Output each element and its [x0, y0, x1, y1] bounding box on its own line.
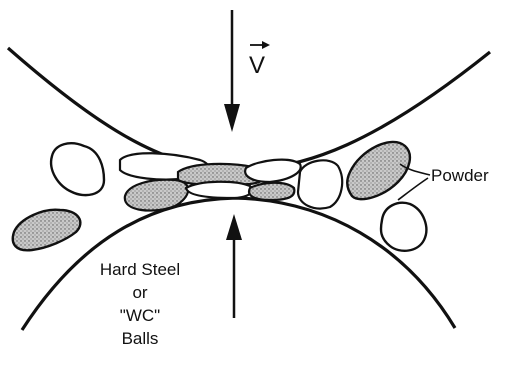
particle-center-mid [186, 182, 252, 198]
balls-label-line-2: or [132, 283, 147, 302]
balls-label-line-4: Balls [122, 329, 159, 348]
trapped-particles [120, 153, 342, 210]
particle-white-right [381, 203, 426, 251]
particle-right-round [298, 160, 342, 208]
arrow-up-icon [226, 214, 242, 318]
particle-white-left [51, 143, 104, 195]
particle-dotted-right [347, 142, 410, 199]
balls-label-line-1: Hard Steel [100, 260, 180, 279]
velocity-symbol: V [249, 52, 265, 79]
powder-label: Powder [431, 166, 489, 185]
velocity-vector-label: V [249, 41, 270, 79]
particle-center-right [249, 183, 294, 200]
balls-label-line-3: "WC" [120, 306, 160, 325]
balls-label: Hard Steel or "WC" Balls [100, 260, 180, 348]
particle-right-top-white [245, 160, 301, 182]
particle-dotted-left [13, 210, 81, 251]
arrow-down-icon [224, 10, 240, 132]
